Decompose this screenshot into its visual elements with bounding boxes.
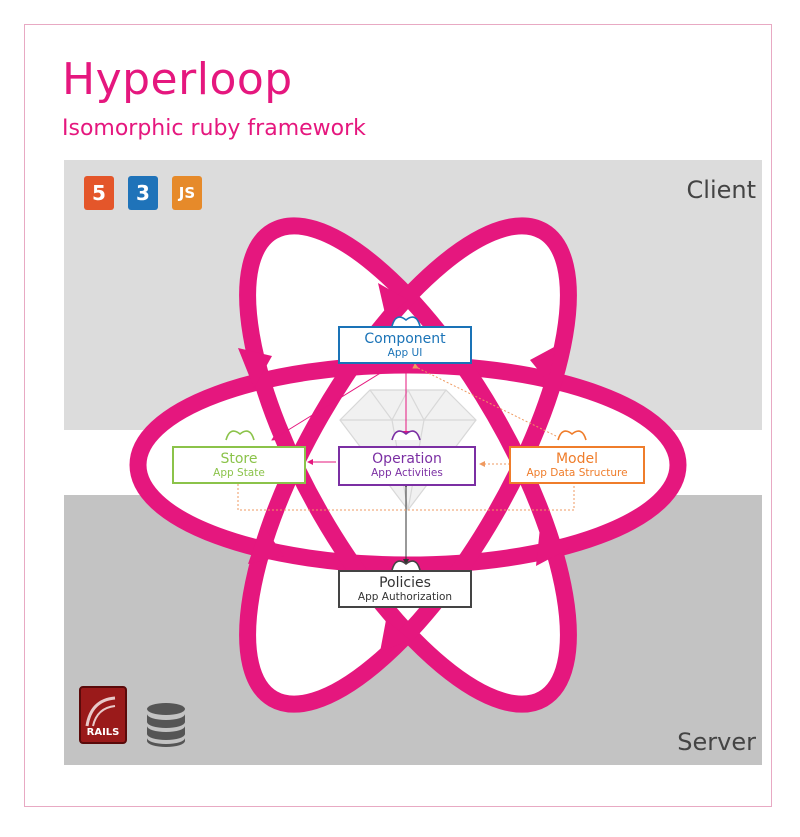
connectors bbox=[237, 363, 575, 565]
model-title: Model bbox=[555, 451, 599, 467]
component-subtitle: App UI bbox=[387, 347, 423, 359]
operation-title: Operation bbox=[372, 451, 442, 467]
css3-icon: 3 bbox=[128, 176, 158, 210]
atom-loop-falling bbox=[239, 217, 577, 713]
atom-loop-rising bbox=[239, 217, 577, 713]
js-icon: JS bbox=[172, 176, 202, 210]
outer-frame bbox=[24, 24, 772, 807]
rails-track-icon bbox=[85, 696, 116, 727]
operation-node: Operation App Activities bbox=[338, 446, 476, 486]
model-to-component-arrow bbox=[412, 363, 557, 437]
node-tabs bbox=[225, 316, 587, 571]
store-subtitle: App State bbox=[213, 467, 265, 479]
policies-subtitle: App Authorization bbox=[357, 591, 453, 603]
component-to-store-arrow bbox=[271, 363, 396, 441]
model-subtitle: App Data Structure bbox=[526, 467, 628, 479]
rails-label: RAILS bbox=[86, 727, 120, 738]
client-label: Client bbox=[686, 176, 756, 204]
page-subtitle: Isomorphic ruby framework bbox=[62, 116, 366, 141]
model-node: Model App Data Structure bbox=[509, 446, 645, 484]
policies-node: Policies App Authorization bbox=[338, 570, 472, 608]
component-node: Component App UI bbox=[338, 326, 472, 364]
database-icon bbox=[147, 703, 185, 747]
policies-title: Policies bbox=[379, 575, 431, 591]
server-label: Server bbox=[677, 728, 756, 756]
store-model-link bbox=[237, 484, 575, 511]
page-title: Hyperloop bbox=[62, 54, 293, 105]
rails-logo-icon: RAILS bbox=[79, 686, 127, 744]
operation-subtitle: App Activities bbox=[371, 467, 443, 479]
loop-arrowheads bbox=[238, 283, 570, 652]
component-title: Component bbox=[364, 331, 446, 347]
html5-icon: 5 bbox=[84, 176, 114, 210]
store-title: Store bbox=[220, 451, 258, 467]
store-node: Store App State bbox=[172, 446, 306, 484]
